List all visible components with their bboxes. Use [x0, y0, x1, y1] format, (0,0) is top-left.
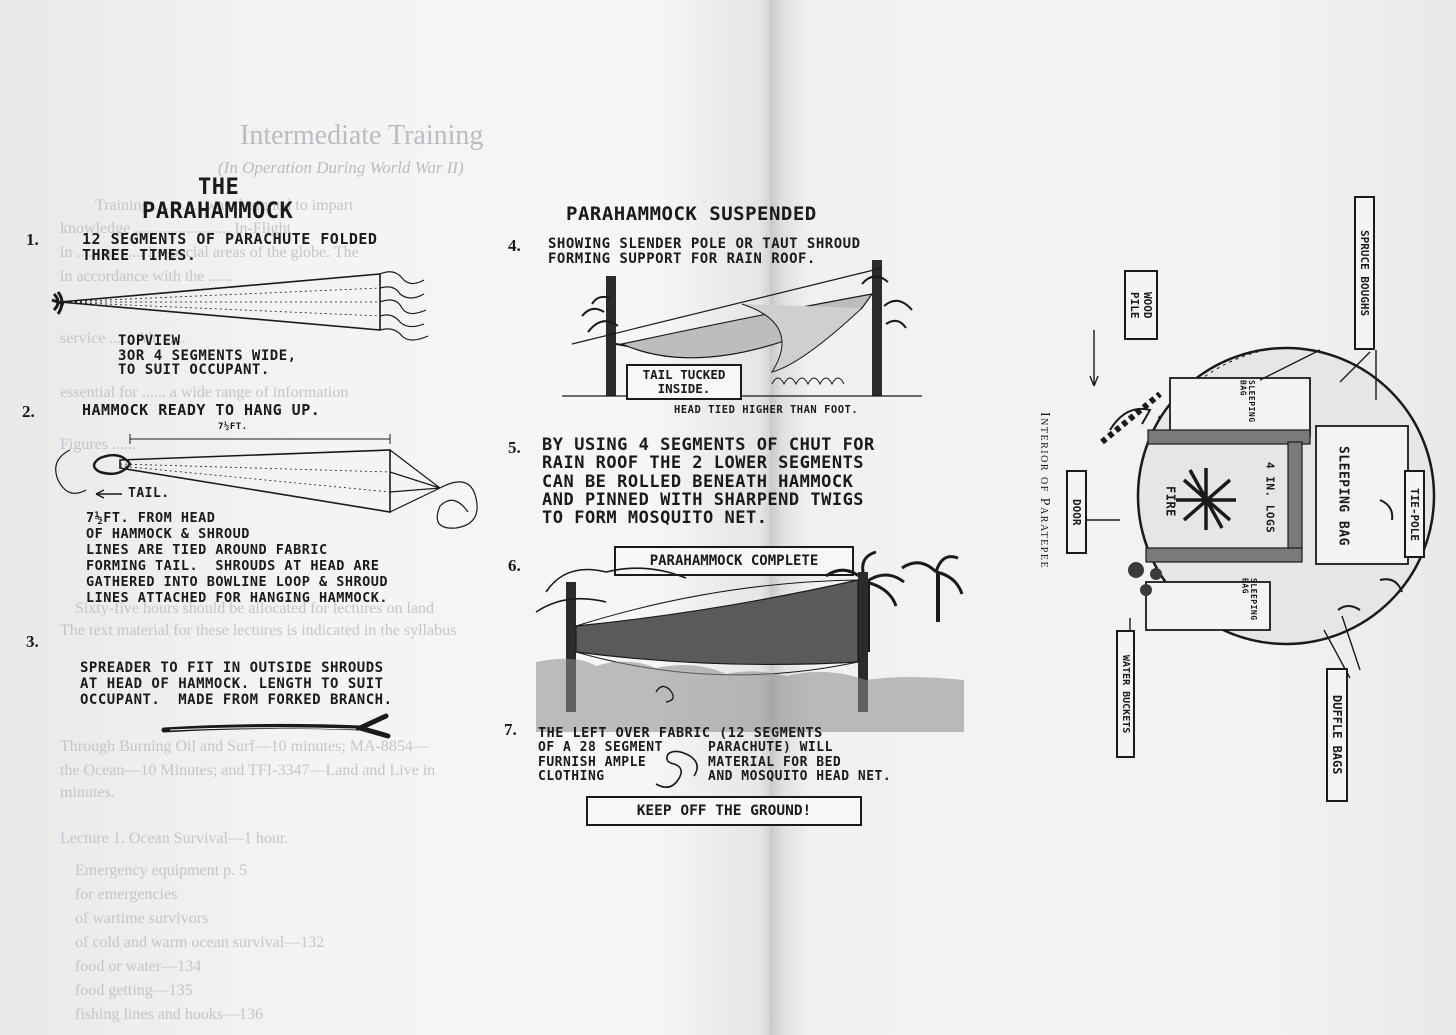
step-number-4: 4.: [508, 236, 521, 255]
fire-label: FIRE: [1163, 486, 1178, 517]
paratepee-floor-plan: [1086, 330, 1436, 679]
tie-pole-label: TIE-POLE: [1404, 470, 1425, 558]
paratepee-caption: Interior of Paratepee: [1037, 412, 1052, 570]
step-number-7: 7.: [504, 720, 517, 739]
step-number-6: 6.: [508, 556, 521, 575]
sleeping-bag-label: SLEEPING BAG: [1335, 446, 1351, 546]
bleed-line: food or water—134: [75, 958, 202, 975]
step-5-text: BY USING 4 SEGMENTS OF CHUT FOR RAIN ROO…: [542, 435, 875, 529]
step-number-2: 2.: [22, 402, 35, 421]
step-2-text: HAMMOCK READY TO HANG UP.: [82, 401, 321, 419]
dimension-label: 7½FT.: [218, 422, 248, 432]
logs-label: 4 IN. LOGS: [1263, 462, 1277, 534]
step-7-right-text: PARACHUTE) WILL MATERIAL FOR BED AND MOS…: [708, 740, 892, 785]
bleed-line: minutes.: [60, 784, 115, 801]
step-7-line1: THE LEFT OVER FABRIC (12 SEGMENTS: [538, 725, 823, 741]
folded-parachute-topview: [51, 271, 429, 341]
bleed-through-subtitle: (In Operation During World War II): [218, 158, 464, 177]
step-7-left-text: OF A 28 SEGMENT FURNISH AMPLE CLOTHING: [538, 740, 663, 785]
bleed-line: in accordance with the ......: [60, 268, 233, 285]
bleed-line: Emergency equipment p. 5: [75, 862, 248, 879]
step-1-text: 12 SEGMENTS OF PARACHUTE FOLDED THREE TI…: [82, 230, 378, 264]
bleed-line: The text material for these lectures is …: [60, 622, 457, 639]
suspended-hammock-drawing: [562, 260, 922, 397]
suspended-title: PARAHAMMOCK SUSPENDED: [566, 203, 817, 225]
parahammock-complete-scene: [535, 550, 964, 732]
door-label: DOOR: [1066, 470, 1087, 554]
keep-off-ground-box: KEEP OFF THE GROUND!: [586, 796, 862, 826]
bleed-line: of cold and warm ocean survival—132: [75, 934, 325, 951]
bleed-line: Training ............ was designed to im…: [95, 197, 354, 214]
tail-tucked-box: TAIL TUCKED INSIDE.: [626, 364, 742, 400]
bleed-line: Lecture 1. Ocean Survival—1 hour.: [60, 830, 289, 847]
parahammock-complete-box: PARAHAMMOCK COMPLETE: [614, 546, 854, 576]
spruce-boughs-label: SPRUCE BOUGHS: [1354, 196, 1375, 350]
head-tied-note: HEAD TIED HIGHER THAN FOOT.: [674, 404, 859, 416]
left-page: [0, 0, 770, 1035]
bleed-line: of wartime survivors: [75, 910, 209, 927]
step-2-notes: 7½FT. FROM HEAD OF HAMMOCK & SHROUD LINE…: [86, 510, 388, 606]
bleed-line: Sixty-five hours should be allocated for…: [75, 600, 435, 617]
book-gutter: [760, 0, 782, 1035]
step-1-topview-note: TOPVIEW 3OR 4 SEGMENTS WIDE, TO SUIT OCC…: [118, 333, 297, 379]
sleeping-bag-small-label: SLEEPING BAG: [1238, 380, 1256, 423]
bleed-through-title: Intermediate Training: [240, 120, 484, 151]
parahammock-title-line2: PARAHAMMOCK: [142, 199, 294, 224]
bleed-line: knowledge ........................ In-Fl…: [60, 220, 292, 237]
step-number-1: 1.: [26, 230, 39, 249]
folded-fabric-swirl: [655, 750, 698, 788]
tail-label: TAIL.: [128, 486, 170, 501]
bleed-line: in ...... at ...... in special areas of …: [60, 244, 359, 261]
sleeping-bag-small-label: SLEEPING BAG: [1240, 578, 1258, 621]
bleed-line: service ...... Air ......: [60, 330, 186, 347]
bleed-line: fishing lines and hooks—136: [75, 1006, 263, 1023]
parahammock-title-line1: THE: [198, 175, 240, 200]
forked-branch-spreader: [161, 713, 391, 739]
bleed-line: essential for ...... a wide range of inf…: [60, 384, 349, 401]
step-3-text: SPREADER TO FIT IN OUTSIDE SHROUDS AT HE…: [80, 660, 393, 709]
bleed-line: Figures ......: [60, 436, 136, 453]
bleed-line: for emergencies: [75, 886, 178, 903]
step-number-3: 3.: [26, 632, 39, 651]
step-number-5: 5.: [508, 438, 521, 457]
duffle-bags-label: DUFFLE BAGS: [1326, 668, 1348, 802]
water-buckets-label: WATER BUCKETS: [1116, 630, 1135, 758]
step-4-text: SHOWING SLENDER POLE OR TAUT SHROUD FORM…: [548, 236, 861, 267]
bleed-line: the Ocean—10 Minutes; and TFI-3347—Land …: [60, 762, 436, 779]
hammock-ready-drawing: [55, 434, 478, 529]
bleed-line: Through Burning Oil and Surf—10 minutes;…: [60, 738, 429, 755]
bleed-line: food getting—135: [75, 982, 193, 999]
wood-pile-label: WOOD PILE: [1124, 270, 1158, 340]
